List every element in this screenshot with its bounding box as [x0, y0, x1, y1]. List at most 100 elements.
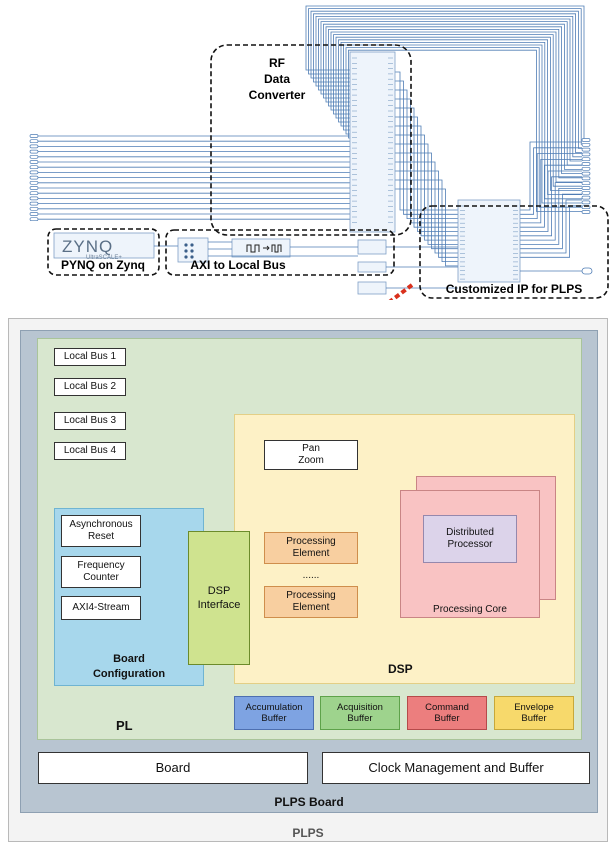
acc-line2: Buffer [261, 713, 287, 724]
right-port [581, 176, 591, 181]
left-port [29, 134, 39, 138]
out-wire [520, 141, 582, 211]
distributed-processor: Distributed Processor [423, 515, 517, 563]
loop-wire [328, 29, 582, 179]
right-port [581, 142, 591, 147]
freq-counter-box: Frequency Counter [61, 556, 141, 588]
loop-wire [310, 10, 582, 149]
board-config-line1: Board [113, 653, 145, 665]
out-wire [520, 188, 582, 245]
cmd-line2: Buffer [434, 713, 460, 724]
board-config-line2: Configuration [92, 667, 166, 680]
bridge-block-1 [357, 239, 387, 255]
board-config-label: Board Configuration [54, 652, 204, 682]
out-wire [520, 205, 582, 258]
envelope-buffer: Envelope Buffer [494, 696, 574, 730]
right-port [581, 181, 591, 186]
schematic-svg: ZYNQ UltraSCALE+ RF Data Converter PYNQ … [29, 5, 609, 315]
processing-element-2: Processing Element [264, 586, 358, 618]
freq-line2: Counter [83, 572, 119, 583]
rf-label-2: Data [264, 72, 290, 86]
pan-label: Pan [302, 442, 320, 454]
left-port [29, 180, 39, 185]
axi-region [165, 229, 395, 276]
ip-wire [395, 170, 458, 258]
cmd-line1: Command [425, 701, 469, 713]
zynq-block [53, 232, 155, 259]
left-port [29, 149, 39, 154]
local-bus-4: Local Bus 4 [54, 442, 126, 460]
rf-converter-pins [352, 57, 393, 223]
right-port [581, 195, 591, 200]
ip-wire [395, 116, 458, 232]
right-port [581, 210, 591, 214]
dsp-if-line2: Interface [197, 599, 241, 611]
left-port [29, 170, 39, 175]
out-wire [520, 159, 582, 224]
custom-ip-region [419, 205, 609, 299]
rf-converter-block [349, 51, 396, 233]
arrow-icon [263, 245, 270, 251]
pynq-label: PYNQ on Zynq [61, 258, 145, 272]
plps-board-label: PLPS Board [274, 795, 344, 809]
acq-line1: Acquisition [337, 701, 383, 713]
ip-wire [395, 152, 458, 250]
zynq-subtitle: UltraSCALE+ [86, 255, 122, 261]
local-bus-2: Local Bus 2 [54, 378, 126, 396]
rf-label-3: Converter [249, 88, 306, 102]
loop-wire [338, 39, 582, 195]
right-port [581, 152, 591, 157]
left-port [29, 160, 39, 164]
dsp-if-line1: DSP [207, 584, 231, 597]
pl-label: PL [116, 718, 133, 733]
pynq-region [47, 228, 160, 276]
left-port [29, 144, 39, 149]
out-wire [520, 199, 582, 254]
pulse-icon [246, 244, 260, 253]
left-port [29, 201, 39, 206]
left-port [29, 212, 39, 216]
left-port [29, 217, 39, 222]
output-port [581, 267, 593, 275]
command-buffer: Command Buffer [407, 696, 487, 730]
left-port [29, 165, 39, 170]
async-line1: Asynchronous [69, 518, 133, 530]
ellipsis: ...... [302, 570, 320, 581]
processing-core-label: Processing Core [433, 604, 507, 615]
ip-wire [395, 125, 458, 237]
out-wire [520, 176, 582, 237]
rf-region [210, 44, 412, 236]
zoom-label: Zoom [298, 455, 324, 466]
right-port [581, 147, 591, 152]
right-port [581, 171, 591, 176]
axi4-stream-box: AXI4-Stream [61, 596, 141, 620]
left-port-stubs [29, 134, 39, 222]
loop-wire [313, 13, 582, 153]
pe2-line1: Processing [286, 589, 336, 601]
dsp-label: DSP [388, 662, 413, 676]
ip-wire [395, 134, 458, 241]
right-port [581, 190, 591, 195]
local-bus-1: Local Bus 1 [54, 348, 126, 366]
pe2-line2: Element [292, 602, 330, 613]
right-port [581, 186, 591, 190]
left-port [29, 139, 39, 144]
acquisition-buffer: Acquisition Buffer [320, 696, 400, 730]
async-line2: Reset [87, 531, 115, 542]
block-design-schematic: ZYNQ UltraSCALE+ RF Data Converter PYNQ … [0, 0, 616, 315]
out-wire [520, 182, 582, 241]
loop-wire [323, 23, 582, 170]
ip-wire [395, 80, 458, 215]
axi-label: AXI to Local Bus [190, 258, 286, 272]
loop-wire [325, 26, 582, 174]
schematic-wires [38, 5, 585, 267]
rf-label-1: RF [269, 56, 285, 70]
left-port [29, 206, 39, 211]
pan-zoom-box: Pan Zoom [264, 440, 358, 470]
board-box: Board [38, 752, 308, 784]
acq-line2: Buffer [347, 713, 373, 724]
out-wire [520, 147, 582, 215]
out-wire [520, 170, 582, 232]
out-wire [520, 193, 582, 250]
env-line2: Buffer [521, 713, 547, 724]
